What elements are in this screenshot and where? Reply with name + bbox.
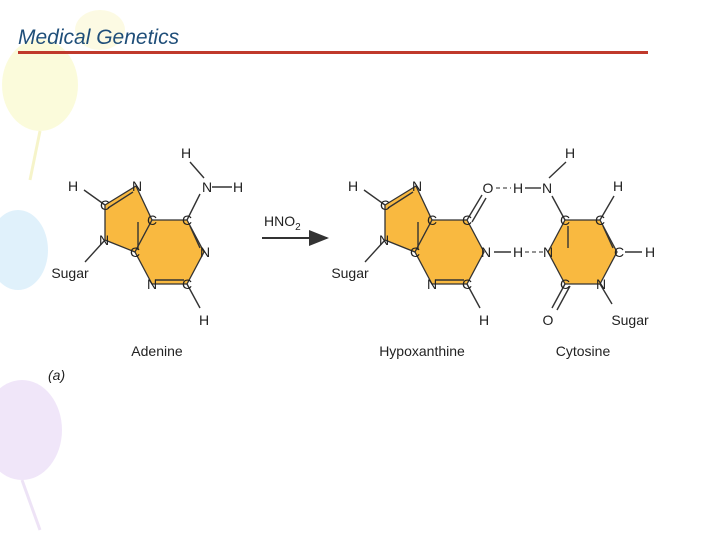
atom-c: C [462,276,472,292]
atom-h: H [513,180,523,196]
sugar-label: Sugar [611,312,649,328]
atom-h: H [479,312,489,328]
atom-h: H [613,178,623,194]
atom-n: N [412,178,422,194]
adenine-structure: N H H H N C C C N C N N C H Sugar Adenin… [51,145,243,359]
atom-n: N [542,180,552,196]
reaction-arrow: HNO2 [262,213,329,246]
atom-o: O [543,312,554,328]
atom-c: C [182,212,192,228]
svg-text:HNO2: HNO2 [264,213,301,233]
atom-h: H [348,178,358,194]
hypoxanthine-label: Hypoxanthine [379,343,465,359]
title-underline [18,51,648,54]
atom-n: N [481,244,491,260]
atom-h: H [181,145,191,161]
atom-c: C [182,276,192,292]
atom-c: C [410,244,420,260]
atom-c: C [130,244,140,260]
atom-c: C [614,244,624,260]
atom-n: N [379,232,389,248]
atom-n: N [202,179,212,195]
sugar-label: Sugar [51,265,89,281]
hydrogen-bonds: H H [494,180,543,260]
atom-c: C [147,212,157,228]
hypoxanthine-structure: O H N C C C N C N N C H Sugar Hypoxanthi… [331,178,493,359]
atom-c: C [100,197,110,213]
atom-c: C [560,276,570,292]
atom-c: C [427,212,437,228]
atom-n: N [99,232,109,248]
atom-h: H [199,312,209,328]
adenine-label: Adenine [131,343,183,359]
atom-n: N [200,244,210,260]
atom-h: H [68,178,78,194]
slide-title: Medical Genetics [18,26,180,49]
reagent-formula: HNO [264,213,295,229]
atom-c: C [560,212,570,228]
atom-n: N [132,178,142,194]
cytosine-ring [547,219,618,285]
atom-c: C [380,197,390,213]
atom-h: H [513,244,523,260]
atom-n: N [147,276,157,292]
panel-label: (a) [48,367,65,383]
atom-c: C [595,212,605,228]
atom-h: H [565,145,575,161]
atom-n: N [543,244,553,260]
atom-h: H [645,244,655,260]
sugar-label: Sugar [331,265,369,281]
atom-o: O [483,180,494,196]
atom-n: N [596,276,606,292]
atom-n: N [427,276,437,292]
atom-c: C [462,212,472,228]
cytosine-structure: N H H C C N C H C N O Sugar Cytosine [542,145,655,359]
reagent-subscript: 2 [295,222,301,233]
cytosine-label: Cytosine [556,343,611,359]
atom-h: H [233,179,243,195]
